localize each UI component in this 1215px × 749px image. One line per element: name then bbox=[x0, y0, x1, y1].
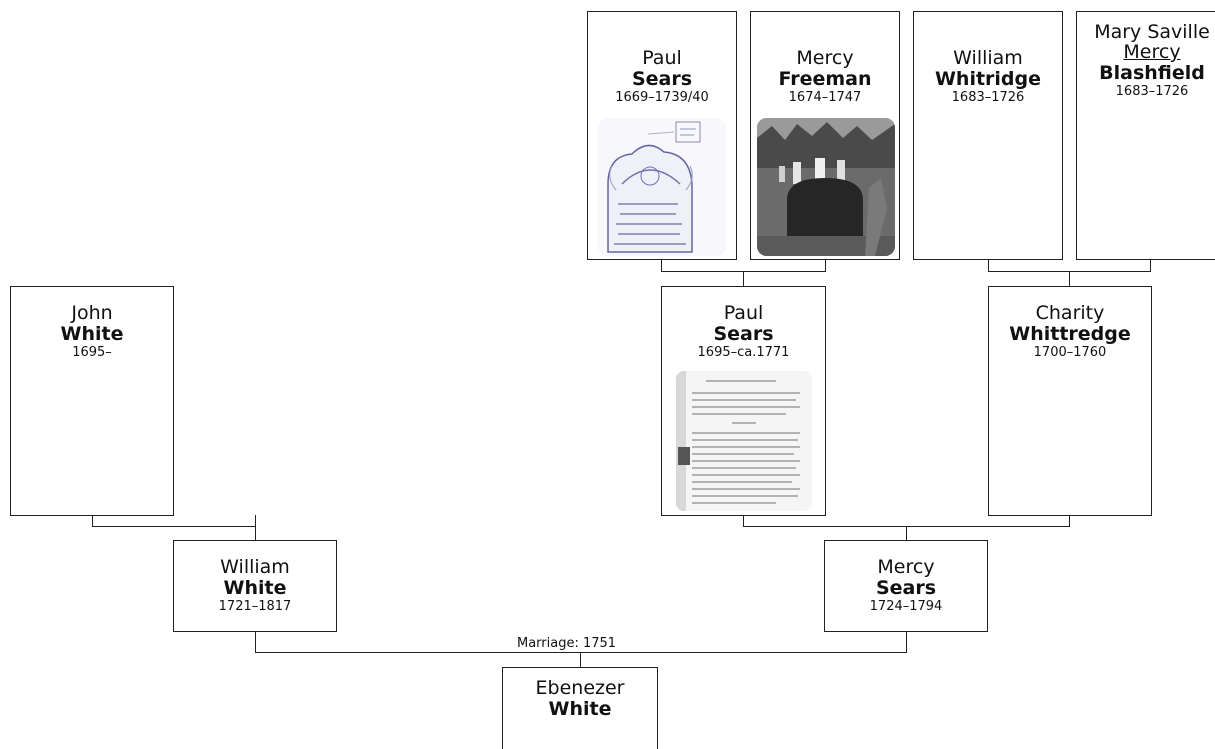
life-dates: 1674–1747 bbox=[788, 90, 862, 105]
first-name: William bbox=[953, 47, 1023, 69]
gravestone-sketch-image[interactable] bbox=[598, 118, 726, 256]
first-name: William bbox=[220, 556, 290, 578]
connector-marriage bbox=[255, 631, 907, 653]
person-william-whitridge[interactable]: William Whitridge 1683–1726 bbox=[913, 11, 1063, 260]
first-name: Mercy bbox=[877, 556, 935, 578]
connector-stem-william-white bbox=[255, 526, 256, 541]
last-name: Freeman bbox=[778, 68, 872, 90]
connector-stem-charity bbox=[1069, 271, 1070, 287]
gravestone-sketch-icon bbox=[598, 118, 726, 256]
first-name: Paul bbox=[642, 47, 682, 69]
last-name: Blashfield bbox=[1099, 62, 1205, 84]
person-mercy-sears[interactable]: Mercy Sears 1724–1794 bbox=[824, 540, 988, 632]
person-william-white[interactable]: William White 1721–1817 bbox=[173, 540, 337, 632]
gravestone-photo-image[interactable] bbox=[757, 118, 895, 256]
first-name: John bbox=[71, 302, 113, 324]
person-mercy-freeman[interactable]: Mercy Freeman 1674–1747 bbox=[750, 11, 900, 260]
life-dates: 1683–1726 bbox=[1115, 84, 1189, 99]
life-dates: 1721–1817 bbox=[218, 599, 292, 614]
document-page-icon bbox=[676, 371, 812, 511]
marriage-label: Marriage: 1751 bbox=[515, 636, 619, 651]
last-name: Sears bbox=[631, 68, 693, 90]
life-dates: 1695– bbox=[72, 345, 112, 360]
alternate-first-name: Mercy bbox=[1123, 41, 1181, 63]
first-name: Paul bbox=[723, 302, 764, 324]
last-name: Whitridge bbox=[934, 68, 1042, 90]
person-paul-sears-sr[interactable]: Paul Sears 1669–1739/40 bbox=[587, 11, 737, 260]
connector-stem-ebenezer bbox=[580, 652, 581, 668]
person-paul-sears-jr[interactable]: Paul Sears 1695–ca.1771 bbox=[661, 286, 826, 516]
last-name: Whittredge bbox=[1009, 323, 1131, 345]
document-page-image[interactable] bbox=[676, 371, 812, 511]
last-name: White bbox=[223, 577, 287, 599]
last-name: White bbox=[548, 698, 612, 720]
person-john-white[interactable]: John White 1695– bbox=[10, 286, 174, 516]
life-dates: 1700–1760 bbox=[1033, 345, 1107, 360]
life-dates: 1683–1726 bbox=[951, 90, 1025, 105]
first-name: Mercy bbox=[796, 47, 854, 69]
connector-stem-paul-sears-jr bbox=[743, 271, 744, 287]
last-name: White bbox=[60, 323, 124, 345]
person-mary-blashfield[interactable]: Mary Saville Mercy Blashfield 1683–1726 bbox=[1076, 11, 1215, 260]
person-ebenezer-white[interactable]: Ebenezer White bbox=[502, 667, 658, 749]
person-charity-whittredge[interactable]: Charity Whittredge 1700–1760 bbox=[988, 286, 1152, 516]
first-name: Ebenezer bbox=[535, 677, 625, 699]
gravestone-photo-icon bbox=[757, 118, 895, 256]
last-name: Sears bbox=[713, 323, 774, 345]
life-dates: 1669–1739/40 bbox=[615, 90, 709, 105]
last-name: Sears bbox=[875, 577, 937, 599]
life-dates: 1724–1794 bbox=[869, 599, 943, 614]
life-dates: 1695–ca.1771 bbox=[697, 345, 790, 360]
first-name: Charity bbox=[1035, 302, 1105, 324]
connector-john-white bbox=[92, 515, 256, 527]
first-name: Mary Saville bbox=[1094, 21, 1210, 43]
connector-stem-mercy-sears bbox=[906, 526, 907, 541]
